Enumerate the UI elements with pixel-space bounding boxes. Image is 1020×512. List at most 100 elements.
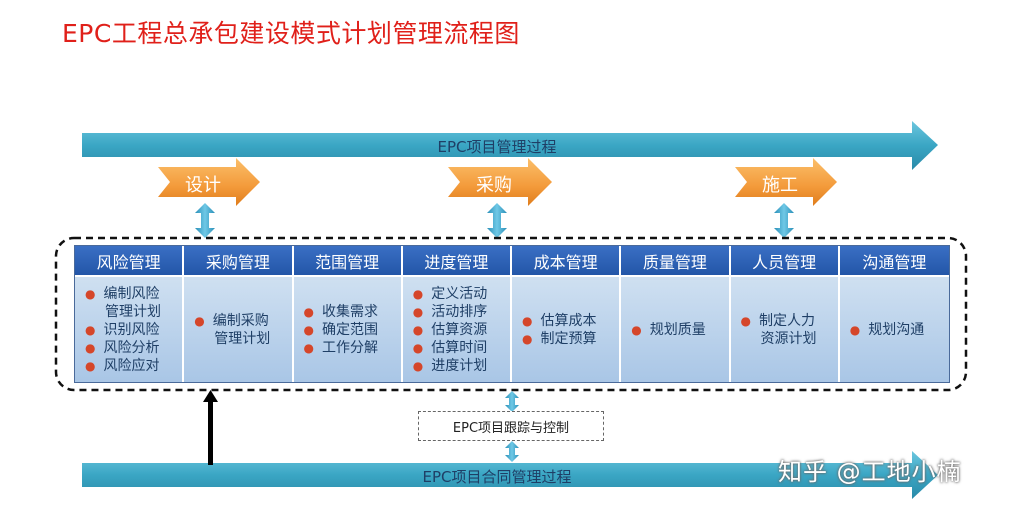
phase-label-procure: 采购 bbox=[476, 175, 512, 196]
bottom-bar-label: EPC项目合同管理过程 bbox=[422, 468, 572, 486]
bullet-icon: ● bbox=[194, 313, 205, 328]
area-item: ●编制风险 bbox=[85, 285, 176, 303]
area-item-text: 制定预算 bbox=[540, 330, 597, 347]
area-header: 风险管理 bbox=[75, 246, 183, 277]
area-header: 人员管理 bbox=[730, 246, 838, 277]
area-item-text: 估算时间 bbox=[431, 339, 488, 356]
area-item: ●估算时间 bbox=[413, 339, 504, 357]
bullet-icon: ● bbox=[303, 322, 314, 337]
area-column: 沟通管理 ● 规划沟通 bbox=[839, 246, 949, 382]
phase-label-design: 设计 bbox=[185, 175, 221, 196]
area-item: ●活动排序 bbox=[413, 303, 504, 321]
bullet-icon: ● bbox=[740, 313, 751, 328]
area-item: ● 进度计划 bbox=[413, 357, 504, 375]
area-item: ● 风险应对 bbox=[85, 357, 176, 375]
management-areas-grid: 风险管理●编制风险管理计划●识别风险●风险分析●风险应对采购管理●编制采购管理计… bbox=[74, 245, 950, 383]
area-body: ● 估算成本 ● 制定预算 bbox=[512, 277, 620, 382]
area-item-text: 活动排序 bbox=[431, 303, 488, 320]
top-bar-label: EPC项目管理过程 bbox=[437, 138, 557, 156]
area-item-text: 识别风险 bbox=[103, 321, 160, 338]
area-body: ● 规划沟通 bbox=[839, 277, 949, 382]
double-arrow-procure bbox=[487, 203, 507, 238]
area-column: 成本管理 ● 估算成本 ● 制定预算 bbox=[512, 246, 622, 382]
area-item-text: 定义活动 bbox=[431, 285, 488, 302]
double-arrow-track-bottom bbox=[505, 441, 519, 462]
bullet-icon: ● bbox=[85, 286, 96, 301]
area-item: ● 规划质量 bbox=[631, 321, 722, 339]
area-item: ● 定义活动 bbox=[413, 285, 504, 303]
bullet-icon: ● bbox=[849, 322, 861, 337]
area-body: ●定义活动●活动排序●估算资源●估算时间●进度计划 bbox=[402, 277, 510, 382]
bullet-icon: ● bbox=[303, 304, 314, 319]
page-title: EPC工程总承包建设模式计划管理流程图 bbox=[62, 19, 520, 48]
area-header: 范围管理 bbox=[293, 246, 401, 277]
area-item: 管理计划 bbox=[194, 330, 285, 348]
bullet-icon: ● bbox=[631, 322, 642, 337]
area-item: ● 确定范围 bbox=[304, 321, 395, 339]
area-header: 成本管理 bbox=[512, 246, 620, 277]
bullet-icon: ● bbox=[412, 322, 424, 337]
area-item-text: 收集需求 bbox=[321, 303, 378, 320]
bullet-icon: ● bbox=[522, 331, 533, 346]
area-item: ● 制定预算 bbox=[522, 330, 613, 348]
area-item: ● 估算成本 bbox=[522, 312, 613, 330]
bullet-icon: ● bbox=[85, 358, 96, 373]
area-column: 进度管理●定义活动●活动排序●估算资源●估算时间●进度计划 bbox=[402, 246, 512, 382]
bullet-icon: ● bbox=[522, 313, 533, 328]
area-body: ●编制风险管理计划 ● 识别风险 ● 风险分析 ● 风险应对 bbox=[75, 277, 183, 382]
area-item: ● 工作分解 bbox=[304, 339, 395, 357]
area-header: 进度管理 bbox=[402, 246, 510, 277]
area-body: ● 收集需求 ● 确定范围 ● 工作分解 bbox=[293, 277, 401, 382]
area-item: 管理计划 bbox=[85, 303, 176, 321]
area-item-text: 规划质量 bbox=[649, 321, 706, 338]
area-item-text: 进度计划 bbox=[431, 357, 488, 374]
area-item-text: 估算成本 bbox=[540, 312, 597, 329]
area-item: ● 收集需求 bbox=[304, 303, 395, 321]
area-item: ● 编制采购 bbox=[194, 312, 285, 330]
area-item-text: 风险应对 bbox=[103, 357, 160, 374]
top-process-arrow bbox=[82, 121, 938, 170]
double-arrow-design bbox=[195, 203, 215, 238]
phase-arrow-build bbox=[735, 158, 837, 206]
phase-arrow-procure bbox=[448, 158, 552, 206]
area-item-text: 规划沟通 bbox=[868, 321, 925, 338]
area-item: ● 识别风险 bbox=[85, 321, 176, 339]
area-column: 风险管理 ●编制风险管理计划 ● 识别风险 ● 风险分析 ● 风险应对 bbox=[75, 246, 185, 382]
bullet-icon: ● bbox=[412, 286, 424, 301]
area-item: ● 制定人力 bbox=[741, 312, 832, 330]
bottom-process-arrow bbox=[82, 451, 938, 499]
area-body: ● 制定人力资源计划 bbox=[730, 277, 838, 382]
area-column: 人员管理 ● 制定人力资源计划 bbox=[730, 246, 840, 382]
area-item-text: 工作分解 bbox=[321, 339, 378, 356]
area-header: 质量管理 bbox=[621, 246, 729, 277]
area-column: 范围管理 ● 收集需求 ● 确定范围 ● 工作分解 bbox=[293, 246, 403, 382]
bullet-icon: ● bbox=[303, 340, 314, 355]
area-item-text: 管理计划 bbox=[214, 330, 271, 347]
phase-label-build: 施工 bbox=[762, 175, 798, 196]
management-areas-frame bbox=[54, 236, 968, 392]
area-item-text: 制定人力 bbox=[758, 312, 815, 329]
bullet-icon: ● bbox=[85, 340, 96, 355]
area-column: 采购管理 ● 编制采购管理计划 bbox=[184, 246, 294, 382]
area-header: 沟通管理 bbox=[839, 246, 949, 277]
tracking-control-box: EPC项目跟踪与控制 bbox=[418, 411, 604, 441]
area-column: 质量管理 ● 规划质量 bbox=[621, 246, 731, 382]
area-body: ● 规划质量 bbox=[621, 277, 729, 382]
area-item-text: 风险分析 bbox=[103, 339, 160, 356]
watermark: 知乎 @工地小楠 bbox=[778, 458, 962, 486]
area-item-text: 确定范围 bbox=[321, 321, 378, 338]
area-item-text: 资源计划 bbox=[760, 330, 817, 347]
feedback-up-arrow bbox=[203, 390, 218, 465]
bullet-icon: ● bbox=[412, 358, 424, 373]
double-arrow-build bbox=[774, 203, 794, 238]
area-header: 采购管理 bbox=[184, 246, 292, 277]
area-item: 资源计划 bbox=[741, 330, 832, 348]
area-item-text: 管理计划 bbox=[105, 303, 161, 320]
bullet-icon: ● bbox=[85, 322, 96, 337]
area-body: ● 编制采购管理计划 bbox=[184, 277, 292, 382]
area-item: ● 风险分析 bbox=[85, 339, 176, 357]
area-item-text: 估算资源 bbox=[431, 321, 488, 338]
area-item-text: 编制采购 bbox=[212, 312, 269, 329]
double-arrow-track-top bbox=[505, 391, 519, 412]
